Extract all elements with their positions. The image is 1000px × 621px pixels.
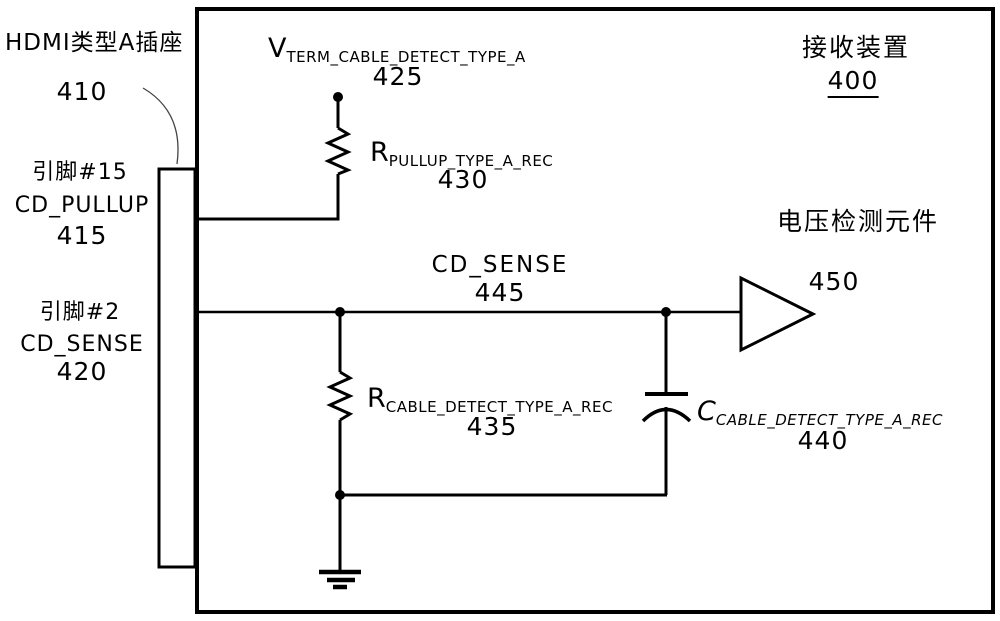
ccable-subscript: CABLE_DETECT_TYPE_A_REC bbox=[715, 411, 944, 429]
comparator-triangle bbox=[739, 275, 817, 353]
rpullup-prefix: R bbox=[370, 137, 389, 168]
voltage-detector-ref: 450 bbox=[808, 267, 860, 296]
voltage-detector-title: 电压检测元件 bbox=[776, 207, 940, 236]
ccable-prefix: C bbox=[697, 396, 716, 427]
receiver-box bbox=[195, 7, 995, 614]
pin15-ref: 415 bbox=[56, 221, 108, 250]
cd-sense-net-ref: 445 bbox=[474, 278, 526, 307]
ccable-label: CCABLE_DETECT_TYPE_A_REC bbox=[697, 397, 943, 429]
connector-ref: 410 bbox=[56, 77, 108, 106]
vterm-label: VTERM_CABLE_DETECT_TYPE_A bbox=[268, 34, 526, 66]
connector-title: HDMI类型A插座 bbox=[5, 30, 184, 56]
rpullup-label: RPULLUP_TYPE_A_REC bbox=[370, 138, 553, 170]
receiver-ref-number: 400 bbox=[827, 66, 879, 98]
rcable-subscript: CABLE_DETECT_TYPE_A_REC bbox=[385, 398, 613, 416]
wire-rpullup-to-pin15 bbox=[195, 174, 340, 221]
pin15-signal: CD_PULLUP bbox=[14, 193, 150, 218]
capacitor-symbol bbox=[641, 392, 692, 495]
ground-symbol bbox=[319, 495, 361, 590]
vterm-ref: 425 bbox=[372, 62, 424, 91]
pullup-resistor-symbol bbox=[324, 126, 352, 176]
ccable-ref: 440 bbox=[797, 426, 849, 455]
rpullup-ref: 430 bbox=[437, 165, 489, 194]
rcable-label: RCABLE_DETECT_TYPE_A_REC bbox=[367, 384, 613, 416]
leader-curve bbox=[142, 87, 179, 165]
rpullup-subscript: PULLUP_TYPE_A_REC bbox=[388, 152, 554, 170]
receiver-title: 接收装置 bbox=[801, 33, 911, 62]
vterm-subscript: TERM_CABLE_DETECT_TYPE_A bbox=[286, 48, 526, 66]
vterm-prefix: V bbox=[268, 33, 287, 64]
pin-connector-box bbox=[157, 167, 197, 569]
rcable-ref: 435 bbox=[466, 412, 518, 441]
pin2-number: 引脚#2 bbox=[39, 300, 121, 325]
pin2-ref: 420 bbox=[56, 357, 108, 386]
pin2-signal: CD_SENSE bbox=[20, 332, 144, 357]
rcable-prefix: R bbox=[367, 383, 386, 414]
cd-sense-net-label: CD_SENSE bbox=[431, 252, 569, 278]
cable-detect-resistor-symbol bbox=[326, 370, 354, 422]
receiver-ref: 400 bbox=[827, 66, 879, 98]
pin15-number: 引脚#15 bbox=[32, 160, 128, 185]
